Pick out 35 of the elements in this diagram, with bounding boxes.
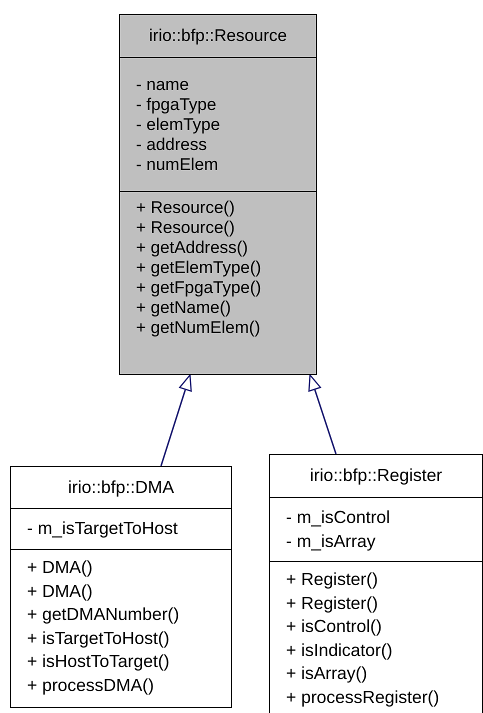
attribute: - address bbox=[136, 134, 207, 154]
method: + Resource() bbox=[136, 218, 235, 238]
attribute: - m_isControl bbox=[286, 506, 390, 529]
attribute: - numElem bbox=[136, 154, 218, 174]
attribute: - elemType bbox=[136, 114, 220, 134]
method: + Register() bbox=[286, 592, 378, 615]
method: + Register() bbox=[286, 568, 378, 591]
method: + isTargetToHost() bbox=[27, 626, 170, 650]
inheritance-arrow bbox=[308, 374, 337, 454]
attribute: - m_isTargetToHost bbox=[27, 517, 178, 540]
class-box bbox=[269, 454, 483, 713]
attribute: - m_isArray bbox=[286, 530, 376, 553]
method: + getElemType() bbox=[136, 258, 262, 278]
method: + processDMA() bbox=[27, 674, 154, 697]
class-name: irio::bfp::Register bbox=[310, 464, 442, 488]
class-name: irio::bfp::Resource bbox=[149, 26, 287, 46]
method: + getFpgaType() bbox=[136, 278, 262, 298]
method: + getNumElem() bbox=[136, 318, 260, 338]
method: + getName() bbox=[136, 298, 231, 318]
method: + isHostToTarget() bbox=[27, 650, 170, 673]
method: + Resource() bbox=[136, 198, 235, 218]
inheritance-arrow bbox=[160, 374, 192, 466]
attribute: - fpgaType bbox=[136, 94, 216, 114]
method: + processRegister() bbox=[286, 686, 440, 709]
class-box bbox=[119, 14, 317, 375]
method: + DMA() bbox=[27, 556, 93, 579]
method: + isArray() bbox=[286, 662, 368, 685]
method: + isControl() bbox=[286, 615, 382, 638]
class-name: irio::bfp::DMA bbox=[68, 476, 174, 499]
class-box bbox=[10, 466, 232, 708]
method: + getDMANumber() bbox=[27, 603, 180, 626]
attribute: - name bbox=[136, 74, 189, 94]
method: + getAddress() bbox=[136, 238, 248, 258]
method: + isIndicator() bbox=[286, 638, 392, 662]
method: + DMA() bbox=[27, 580, 93, 603]
